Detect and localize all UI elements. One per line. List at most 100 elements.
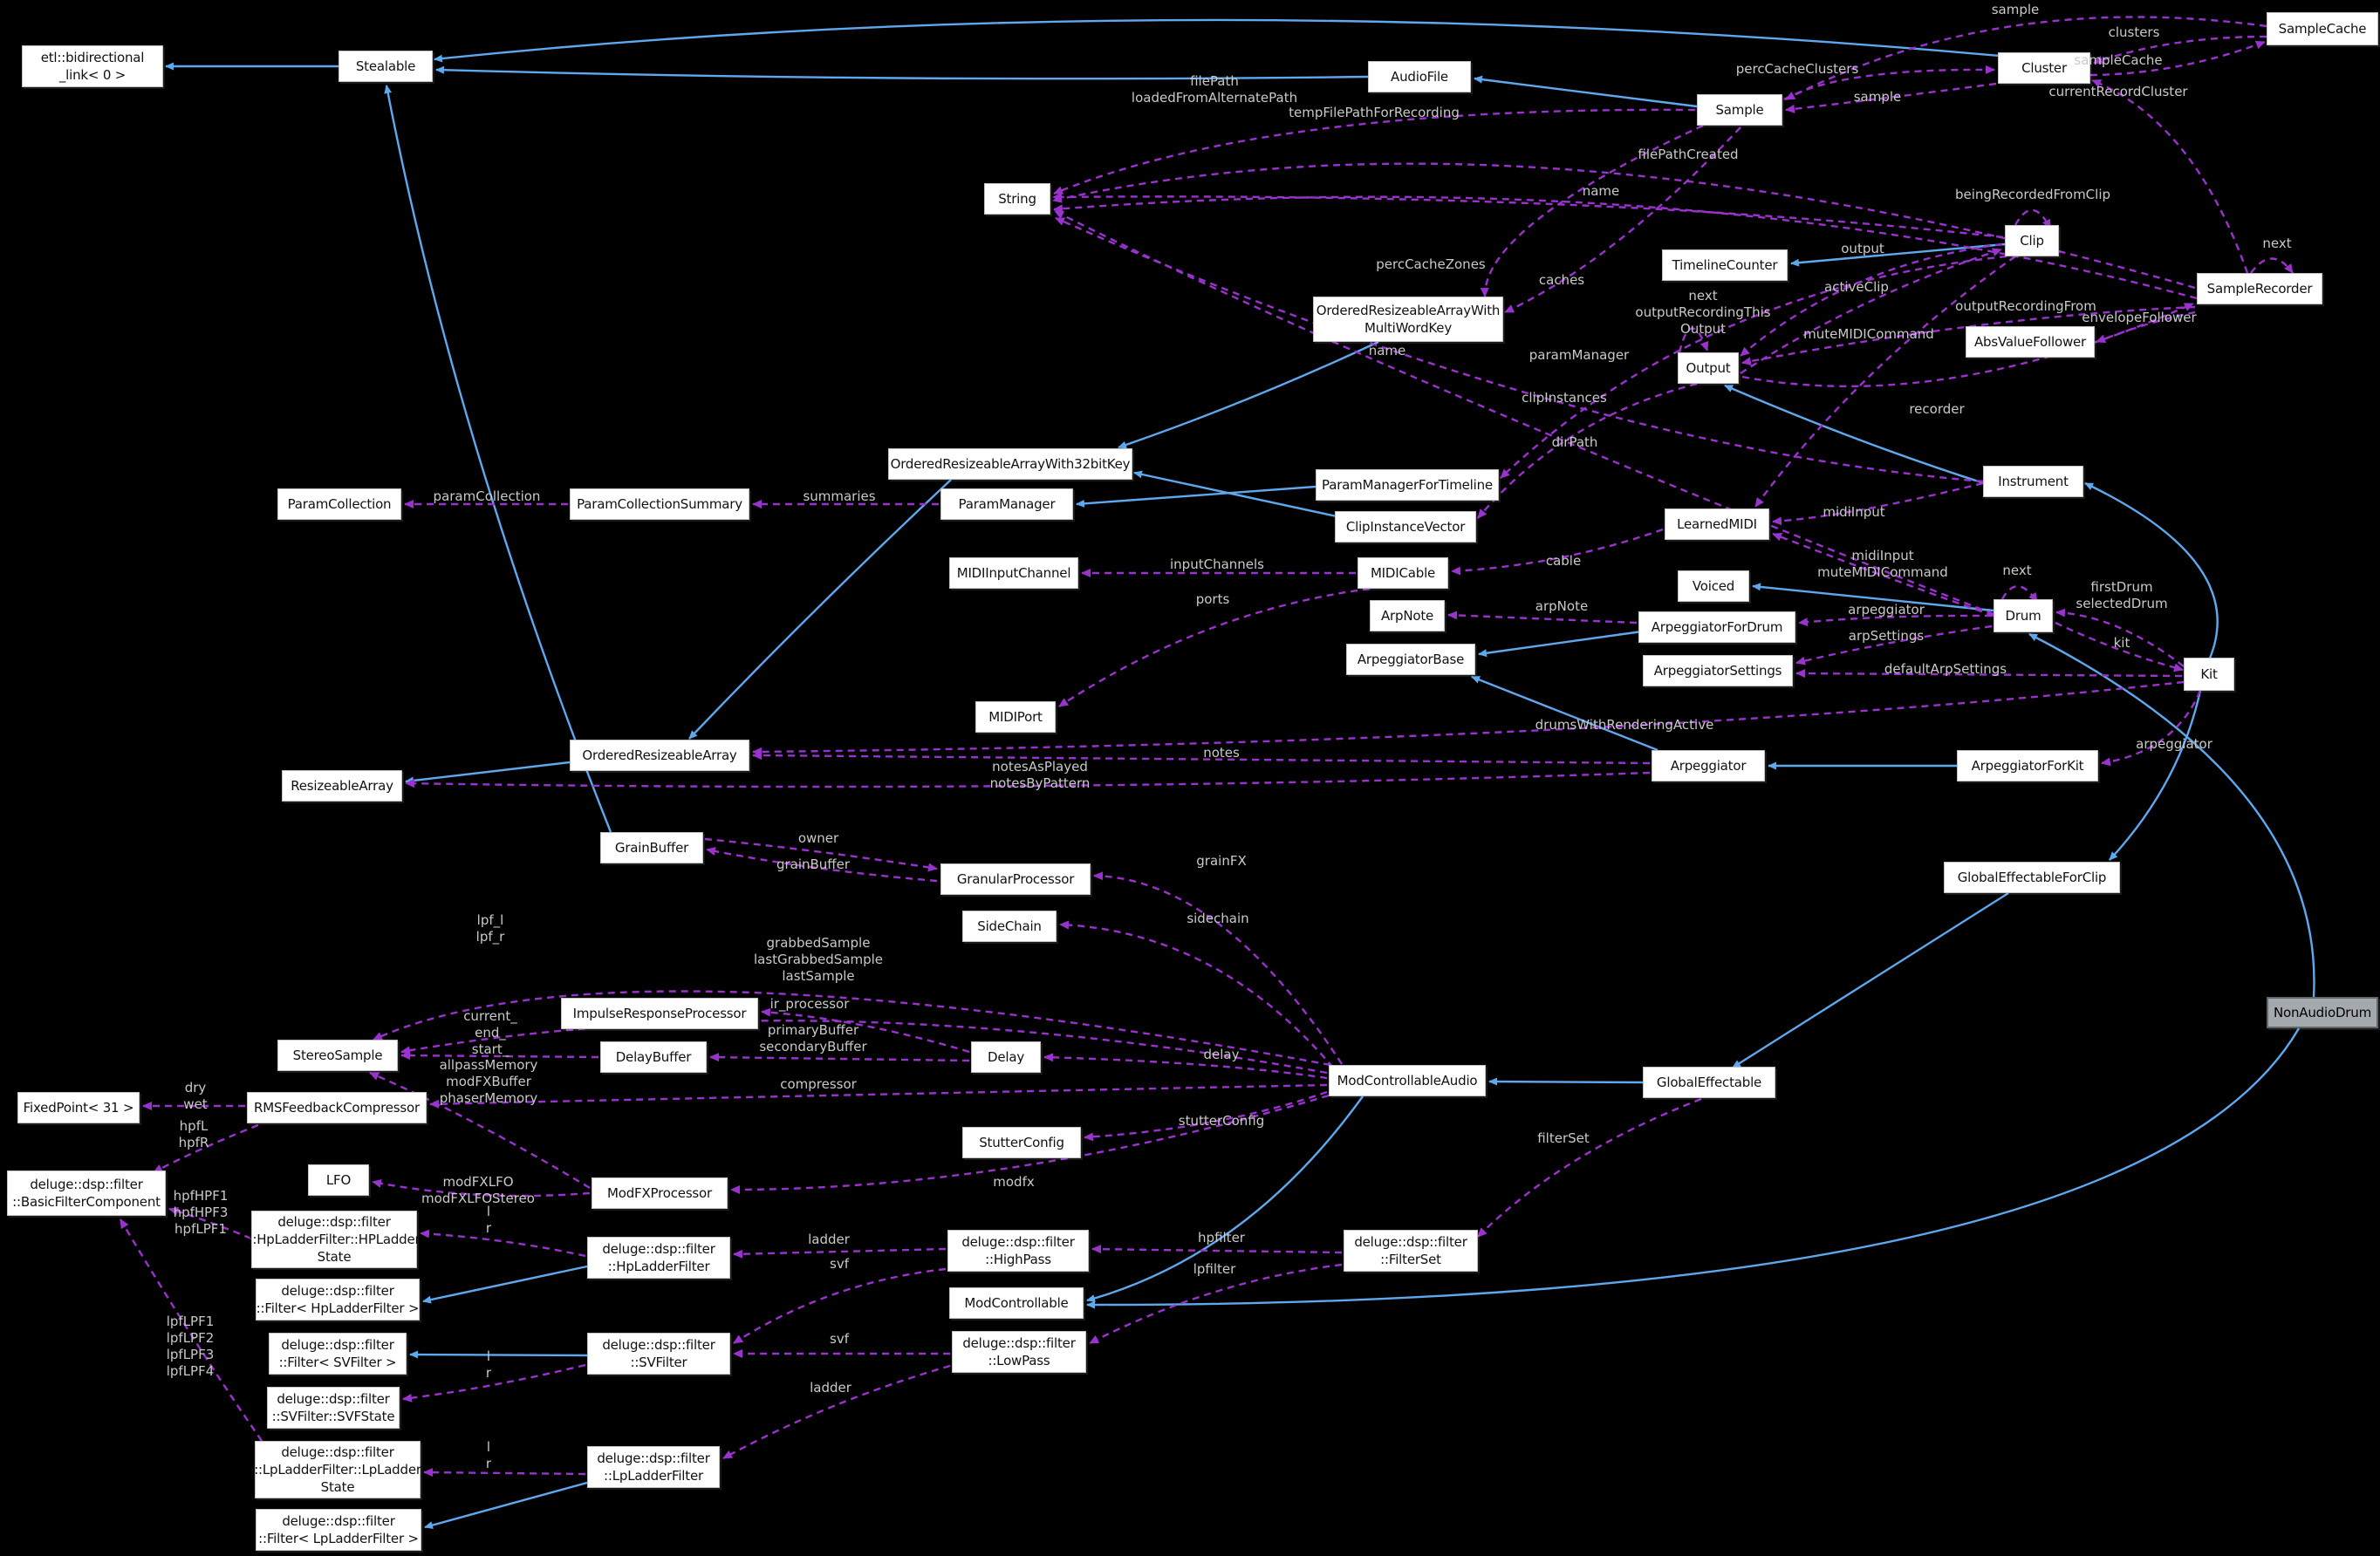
usage-edge (1678, 327, 1709, 353)
class-node-kit[interactable]: Kit (2184, 658, 2234, 691)
class-node-arpeggiator[interactable]: Arpeggiator (1652, 750, 1765, 781)
class-node-ora32[interactable]: OrderedResizeableArrayWith32bitKey (888, 448, 1132, 480)
usage-edge (1059, 920, 1334, 1068)
usage-edge (402, 1363, 586, 1402)
class-node-samplerecorder[interactable]: SampleRecorder (2197, 273, 2322, 304)
class-node-lowpass[interactable]: deluge::dsp::filter ::LowPass (952, 1331, 1086, 1373)
usage-edge (704, 837, 938, 872)
class-node-drum[interactable]: Drum (1994, 599, 2053, 632)
class-node-granularprocessor[interactable]: GranularProcessor (940, 863, 1091, 895)
class-node-timelinecounter[interactable]: TimelineCounter (1662, 249, 1788, 281)
class-node-svfstate[interactable]: deluge::dsp::filter ::SVFilter::SVFState (267, 1387, 400, 1429)
usage-edge (1798, 614, 1993, 627)
class-node-sidechain[interactable]: SideChain (962, 911, 1057, 942)
class-node-midiinputchannel[interactable]: MIDIInputChannel (949, 557, 1078, 589)
class-node-delaybuffer[interactable]: DelayBuffer (600, 1041, 707, 1073)
inheritance-edge (2109, 690, 2202, 861)
class-node-clipinstancevector[interactable]: ClipInstanceVector (1335, 511, 1476, 543)
usage-edge (1772, 481, 1984, 526)
class-node-modfxprocessor[interactable]: ModFXProcessor (592, 1177, 728, 1209)
usage-edge (752, 751, 1651, 765)
usage-edge (2000, 585, 2038, 603)
class-node-filter-lpladderfilter[interactable]: deluge::dsp::filter ::Filter< LpLadderFi… (256, 1509, 421, 1551)
class-node-voiced[interactable]: Voiced (1678, 570, 1749, 602)
class-node-delay[interactable]: Delay (971, 1041, 1041, 1073)
class-node-arpnote[interactable]: ArpNote (1370, 600, 1445, 631)
class-node-arpeggiatorsettings[interactable]: ArpeggiatorSettings (1643, 655, 1793, 686)
inheritance-edge (1790, 242, 2006, 267)
usage-edge (1052, 192, 2004, 239)
class-node-string[interactable]: String (984, 183, 1050, 215)
usage-edge (1772, 532, 1994, 618)
class-node-globaleffectable[interactable]: GlobalEffectable (1643, 1067, 1775, 1098)
class-node-stereosample[interactable]: StereoSample (277, 1040, 398, 1071)
class-node-filter-hpladderfilter[interactable]: deluge::dsp::filter ::Filter< HpLadderFi… (256, 1279, 420, 1321)
usage-edge (709, 1053, 970, 1062)
usage-edge (1447, 611, 1638, 624)
class-node-filterset[interactable]: deluge::dsp::filter ::FilterSet (1344, 1230, 1478, 1272)
class-node-hpladderstate[interactable]: deluge::dsp::filter ::HpLadderFilter::HP… (249, 1211, 421, 1268)
class-node-midicable[interactable]: MIDICable (1358, 557, 1448, 589)
class-node-modcontrollableaudio[interactable]: ModControllableAudio (1329, 1065, 1486, 1096)
class-node-globaleffectableforclip[interactable]: GlobalEffectableForClip (1944, 862, 2120, 893)
inheritance-edge (1076, 485, 1317, 508)
class-node-modcontrollable[interactable]: ModControllable (949, 1287, 1084, 1319)
class-node-arpeggiatorbase[interactable]: ArpeggiatorBase (1346, 644, 1475, 675)
class-node-cluster[interactable]: Cluster (1998, 52, 2090, 84)
class-node-lpladderfilter[interactable]: deluge::dsp::filter ::LpLadderFilter (587, 1446, 720, 1488)
usage-edge (2250, 257, 2294, 274)
class-node-samplecache[interactable]: SampleCache (2267, 12, 2378, 45)
class-node-resizeablearray[interactable]: ResizeableArray (282, 770, 402, 802)
class-node-output[interactable]: Output (1678, 352, 1739, 384)
inheritance-edge (1086, 1027, 2301, 1309)
usage-edge (1091, 1245, 1343, 1254)
class-node-instrument[interactable]: Instrument (1983, 466, 2083, 497)
class-node-fixedpoint[interactable]: FixedPoint< 31 > (17, 1092, 140, 1123)
class-node-clip[interactable]: Clip (2005, 225, 2059, 256)
class-node-svfilter[interactable]: deluge::dsp::filter ::SVFilter (587, 1333, 730, 1375)
usage-edge (1053, 108, 1696, 195)
inheritance-edge (1471, 675, 1658, 752)
class-node-grainbuffer[interactable]: GrainBuffer (600, 832, 703, 863)
class-node-arpeggiatorforkit[interactable]: ArpeggiatorForKit (1957, 750, 2098, 781)
class-node-absvaluefollower[interactable]: AbsValueFollower (1966, 326, 2095, 358)
usage-edge (1740, 248, 2002, 375)
usage-edge (1783, 65, 1995, 101)
usage-edge (1477, 382, 1698, 519)
usage-edge (429, 1083, 1328, 1109)
class-node-lpladderstate[interactable]: deluge::dsp::filter ::LpLadderFilter::Lp… (254, 1441, 421, 1498)
usage-edge (2101, 690, 2202, 767)
class-node-multiwordkey[interactable]: OrderedResizeableArrayWith MultiWordKey (1313, 297, 1503, 342)
class-node-midiport[interactable]: MIDIPort (975, 701, 1056, 733)
usage-edge (2055, 608, 2185, 667)
inheritance-edge (2084, 481, 2219, 661)
usage-edge (1043, 1053, 1328, 1080)
class-node-learnedmidi[interactable]: LearnedMIDI (1665, 508, 1769, 540)
usage-edge (2096, 311, 2196, 344)
class-node-arpeggiatorfordrum[interactable]: ArpeggiatorForDrum (1638, 611, 1795, 643)
class-node-etl-bidirectional-link[interactable]: etl::bidirectional _link< 0 > (22, 45, 163, 87)
class-node-highpass[interactable]: deluge::dsp::filter ::HighPass (947, 1230, 1089, 1272)
class-node-basicfiltercomponent[interactable]: deluge::dsp::filter ::BasicFilterCompone… (7, 1170, 166, 1216)
class-node-paramcollection[interactable]: ParamCollection (277, 488, 401, 520)
class-node-filter-svfilter[interactable]: deluge::dsp::filter ::Filter< SVFilter > (269, 1333, 407, 1375)
class-node-stealable[interactable]: Stealable (339, 51, 433, 82)
class-node-stutterconfig[interactable]: StutterConfig (962, 1127, 1081, 1158)
usage-edge (2089, 40, 2266, 77)
class-node-rmsfeedbackcompressor[interactable]: RMSFeedbackCompressor (247, 1092, 427, 1123)
class-node-sample[interactable]: Sample (1697, 94, 1782, 126)
class-node-parammanager[interactable]: ParamManager (940, 488, 1073, 520)
usage-edge (400, 1051, 599, 1061)
class-node-hpladderfilter[interactable]: deluge::dsp::filter ::HpLadderFilter (587, 1237, 730, 1279)
usage-edge (1795, 669, 2183, 679)
class-node-paramcollectionsummary[interactable]: ParamCollectionSummary (570, 488, 749, 520)
usage-edge (1740, 242, 2003, 357)
class-node-lfo[interactable]: LFO (308, 1164, 369, 1196)
class-node-audiofile[interactable]: AudioFile (1368, 61, 1471, 92)
class-node-impulseresponseprocessor[interactable]: ImpulseResponseProcessor (561, 998, 758, 1029)
inheritance-edge (1478, 630, 1643, 658)
class-node-ora[interactable]: OrderedResizeableArray (570, 740, 749, 771)
class-node-pmft[interactable]: ParamManagerForTimeline (1316, 469, 1499, 501)
usage-edge (1504, 126, 1741, 314)
